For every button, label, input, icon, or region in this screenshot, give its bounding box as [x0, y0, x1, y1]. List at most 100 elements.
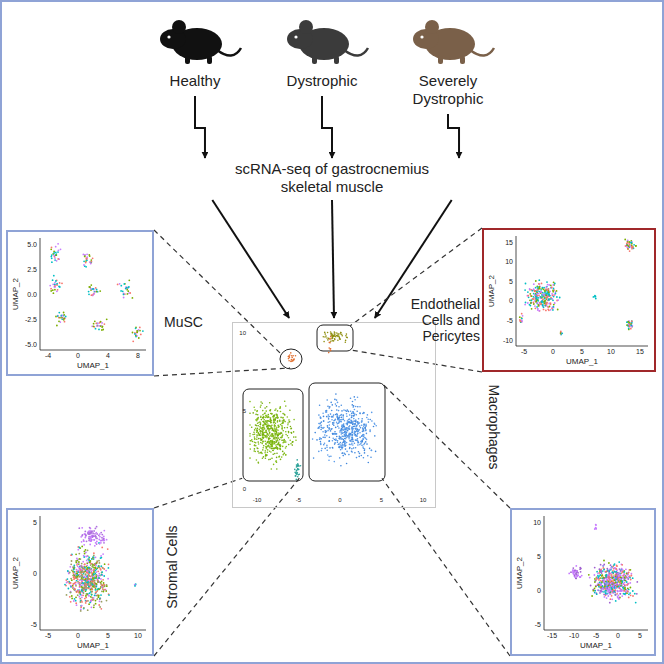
cell-dot — [262, 417, 264, 419]
cell-dot — [259, 431, 261, 433]
tick-label: 5 — [233, 408, 246, 414]
cell-dot — [271, 425, 273, 427]
cell-dot — [545, 305, 547, 307]
cell-dot — [268, 425, 270, 427]
cell-dot — [338, 444, 340, 446]
cell-dot — [270, 410, 272, 412]
cell-dot — [354, 396, 356, 398]
overview-umap: 1050-10-50510 — [232, 322, 436, 508]
cell-dot — [284, 400, 286, 402]
cell-dot — [267, 445, 269, 447]
node-label: Severely Dystrophic — [393, 72, 503, 108]
cell-dot — [341, 453, 343, 455]
cell-dot — [71, 554, 73, 556]
cell-dot — [369, 448, 371, 450]
cell-dot — [337, 339, 339, 341]
cell-dot — [271, 457, 273, 459]
cell-dot — [279, 448, 281, 450]
cell-dot — [280, 424, 282, 426]
cell-dot — [338, 419, 340, 421]
cell-dot — [104, 323, 106, 325]
cell-dot — [536, 300, 538, 302]
cell-dot — [256, 438, 258, 440]
cell-dot — [286, 446, 288, 448]
cell-dot — [96, 289, 98, 291]
cell-dot — [547, 299, 549, 301]
cell-dot — [330, 456, 332, 458]
cell-dot — [274, 425, 276, 427]
cell-dot — [108, 593, 110, 595]
cell-dot — [355, 428, 357, 430]
cell-dot — [356, 414, 358, 416]
cell-dot — [267, 434, 269, 436]
cell-dot — [348, 419, 350, 421]
cell-dot — [89, 575, 91, 577]
cell-dot — [285, 454, 287, 456]
cell-dot — [363, 430, 365, 432]
cell-dot — [361, 436, 363, 438]
cell-dot — [595, 295, 597, 297]
cell-dot — [63, 315, 65, 317]
cell-dot — [630, 324, 632, 326]
cell-dot — [346, 413, 348, 415]
cell-dot — [50, 288, 52, 290]
cell-dot — [341, 425, 343, 427]
cell-dot — [258, 452, 260, 454]
cell-dot — [293, 431, 295, 433]
cell-dot — [358, 451, 360, 453]
cell-dot — [325, 432, 327, 434]
cell-dot — [357, 406, 359, 408]
cell-dot — [525, 283, 527, 285]
cell-dot — [265, 458, 267, 460]
cell-dot — [261, 431, 263, 433]
cell-dot — [348, 421, 350, 423]
cell-dot — [346, 427, 348, 429]
cell-dot — [323, 420, 325, 422]
cell-dot — [280, 459, 282, 461]
cell-dot — [84, 579, 86, 581]
cell-dot — [363, 423, 365, 425]
cell-dot — [349, 444, 351, 446]
cell-dot — [59, 282, 61, 284]
cell-dot — [265, 435, 267, 437]
cell-dot — [127, 293, 129, 295]
cell-dot — [357, 429, 359, 431]
cell-dot — [626, 243, 628, 245]
cell-dot — [86, 253, 88, 255]
cell-dot — [323, 336, 325, 338]
cell-dot — [368, 462, 370, 464]
tick-label: 5 — [484, 278, 513, 285]
cell-dot — [548, 299, 550, 301]
cell-dot — [90, 263, 92, 265]
cell-dot — [330, 341, 332, 343]
cell-dot — [258, 462, 260, 464]
cell-dot — [290, 428, 292, 430]
cell-dot — [328, 347, 330, 349]
cell-dot — [65, 316, 67, 318]
cell-dot — [255, 424, 257, 426]
cell-dot — [353, 415, 355, 417]
cell-dot — [256, 411, 258, 413]
cell-dot — [361, 421, 363, 423]
cell-dot — [345, 437, 347, 439]
cell-dot — [345, 341, 347, 343]
cell-dot — [339, 435, 341, 437]
cell-dot — [263, 445, 265, 447]
axis-title: UMAP_1 — [566, 357, 598, 366]
cell-dot — [97, 580, 99, 582]
cell-dot — [341, 429, 343, 431]
cell-dot — [125, 286, 127, 288]
cell-dot — [355, 428, 357, 430]
cell-dot — [360, 441, 362, 443]
cell-dot — [346, 415, 348, 417]
cell-dot — [560, 331, 562, 333]
scatter-plot — [249, 327, 431, 495]
cell-dot — [251, 439, 253, 441]
cell-dot — [344, 428, 346, 430]
cell-dot — [550, 309, 552, 311]
cell-dot — [283, 441, 285, 443]
cell-dot — [267, 425, 269, 427]
cell-dot — [325, 411, 327, 413]
cell-dot — [554, 302, 556, 304]
cell-dot — [336, 414, 338, 416]
